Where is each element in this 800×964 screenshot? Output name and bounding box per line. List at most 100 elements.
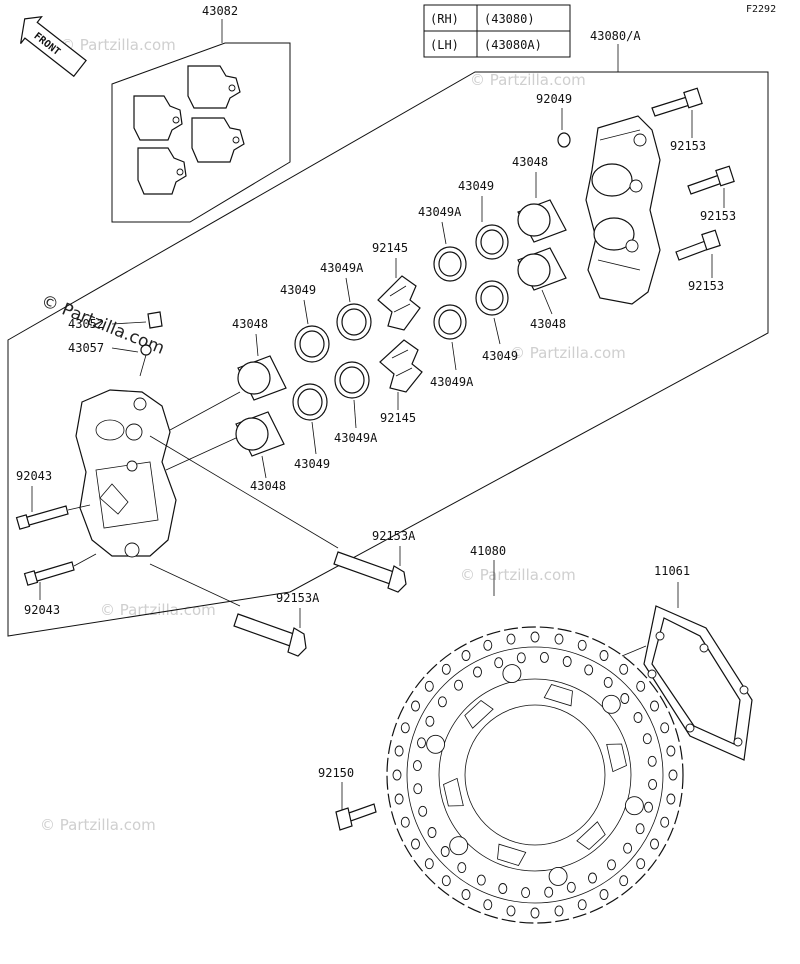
disc-drill-hole xyxy=(666,793,676,805)
disc-drill-hole xyxy=(427,827,437,838)
disc-drill-hole xyxy=(473,666,482,678)
pad-spring-bottom xyxy=(379,339,423,393)
disc-drill-hole xyxy=(588,872,597,884)
label-cap-43057: 43057 xyxy=(68,341,104,355)
brake-pad-icon xyxy=(133,65,245,195)
disc-cutout xyxy=(464,699,494,729)
bolt-92153-1 xyxy=(651,87,703,117)
disc-rivet xyxy=(548,866,568,886)
disc-drill-hole xyxy=(400,722,410,734)
label-piston-l2: 43048 xyxy=(250,479,286,493)
disc-drill-hole xyxy=(584,664,594,676)
watermark: © Partzilla.com xyxy=(460,566,576,584)
label-seal-l2: 43049 xyxy=(294,457,330,471)
left-caliper-half xyxy=(75,389,177,558)
disc-drill-hole xyxy=(620,693,630,704)
watermark: © Partzilla.com xyxy=(100,601,216,619)
disc-drill-hole xyxy=(660,816,670,828)
piston-right-top xyxy=(517,199,567,243)
disc-bolt-icon xyxy=(335,803,377,831)
disc-cutout xyxy=(576,821,606,851)
disc-drill-hole xyxy=(636,680,646,692)
disc-rivet xyxy=(601,694,621,714)
bolt-92153-3 xyxy=(675,229,721,261)
disc-drill-hole xyxy=(400,816,410,828)
disc-rivet xyxy=(449,836,469,856)
disc-drill-hole xyxy=(441,875,451,887)
disc-rivet xyxy=(624,796,644,816)
disc-holes xyxy=(392,631,678,919)
disc-drill-hole xyxy=(577,899,587,911)
disc-drill-hole xyxy=(642,733,652,745)
disc-drill-hole xyxy=(554,905,564,917)
disc-drill-hole xyxy=(418,805,428,817)
disc-drill-hole xyxy=(633,712,643,723)
label-washer-92049: 92049 xyxy=(536,92,572,106)
disc-drill-hole xyxy=(392,769,402,781)
disc-drill-hole xyxy=(498,883,508,894)
bolt-92043-2-icon xyxy=(23,561,75,586)
watermark: © Partzilla.com xyxy=(510,344,626,362)
disc-drill-hole xyxy=(577,639,587,651)
disc-drill-hole xyxy=(599,889,609,900)
label-bolt-92153a-2: 92153A xyxy=(276,591,320,605)
disc-drill-hole xyxy=(483,899,493,911)
disc-drill-hole xyxy=(424,680,434,692)
disc-drill-hole xyxy=(412,760,422,772)
disc-drill-hole xyxy=(635,823,645,835)
disc-drill-hole xyxy=(530,907,540,919)
label-bolt-92043-1: 92043 xyxy=(16,469,52,483)
disc-drill-hole xyxy=(411,700,420,712)
disc-drill-hole xyxy=(648,778,658,790)
brake-disc xyxy=(386,626,684,924)
watermark: © Partzilla.com xyxy=(60,36,176,54)
disc-drill-hole xyxy=(394,793,404,805)
disc-drill-hole xyxy=(660,722,670,734)
disc-drill-hole xyxy=(636,858,646,870)
disc-drill-hole xyxy=(650,838,659,850)
disc-drill-hole xyxy=(521,887,531,899)
right-caliper-half xyxy=(585,115,661,305)
label-caliper-assy: 43080/A xyxy=(590,29,641,43)
disc-drill-hole xyxy=(440,846,450,857)
disc-drill-hole xyxy=(394,745,404,757)
piston-left-top xyxy=(237,355,287,401)
disc-drill-hole xyxy=(506,905,516,917)
label-bolt-92153-2: 92153 xyxy=(700,209,736,223)
disc-drill-hole xyxy=(454,679,463,691)
disc-spokes xyxy=(426,664,644,886)
disc-rivet xyxy=(502,664,522,684)
disc-drill-hole xyxy=(566,881,576,893)
label-seal-r2: 43049 xyxy=(482,349,518,363)
label-seal-l1: 43049 xyxy=(280,283,316,297)
table-part-rh: (43080) xyxy=(484,12,535,26)
disc-drill-hole xyxy=(603,676,613,688)
disc-drill-hole xyxy=(476,874,486,886)
label-bolt-92153-3: 92153 xyxy=(688,279,724,293)
disc-drill-hole xyxy=(461,889,471,900)
diagram-code: F2292 xyxy=(746,4,776,15)
caliper-assembly-outline: 43080/A xyxy=(7,29,769,637)
disc-rivet xyxy=(426,734,446,754)
disc-drill-hole xyxy=(441,663,451,675)
label-bleeder: 43052 xyxy=(68,317,104,331)
label-shim: 11061 xyxy=(654,564,690,578)
bolt-92153-2 xyxy=(687,165,735,195)
variant-table: (RH) (43080) (LH) (43080A) xyxy=(423,4,571,58)
disc-cutout xyxy=(443,777,464,807)
disc-drill-hole xyxy=(599,650,609,661)
label-disc-bolt: 92150 xyxy=(318,766,354,780)
disc-drill-hole xyxy=(644,801,653,813)
label-piston-l1: 43048 xyxy=(232,317,268,331)
disc-drill-hole xyxy=(461,650,471,661)
disc-drill-hole xyxy=(619,663,629,675)
label-seal-a-r2: 43049A xyxy=(430,375,474,389)
label-spring-top: 92145 xyxy=(372,241,408,255)
bolt-92043-1-icon xyxy=(15,505,69,530)
disc-cutout xyxy=(606,743,627,773)
disc-drill-hole xyxy=(516,652,526,664)
disc-drill-hole xyxy=(607,859,616,871)
disc-drill-hole xyxy=(424,858,434,870)
washer-icon xyxy=(557,132,571,148)
